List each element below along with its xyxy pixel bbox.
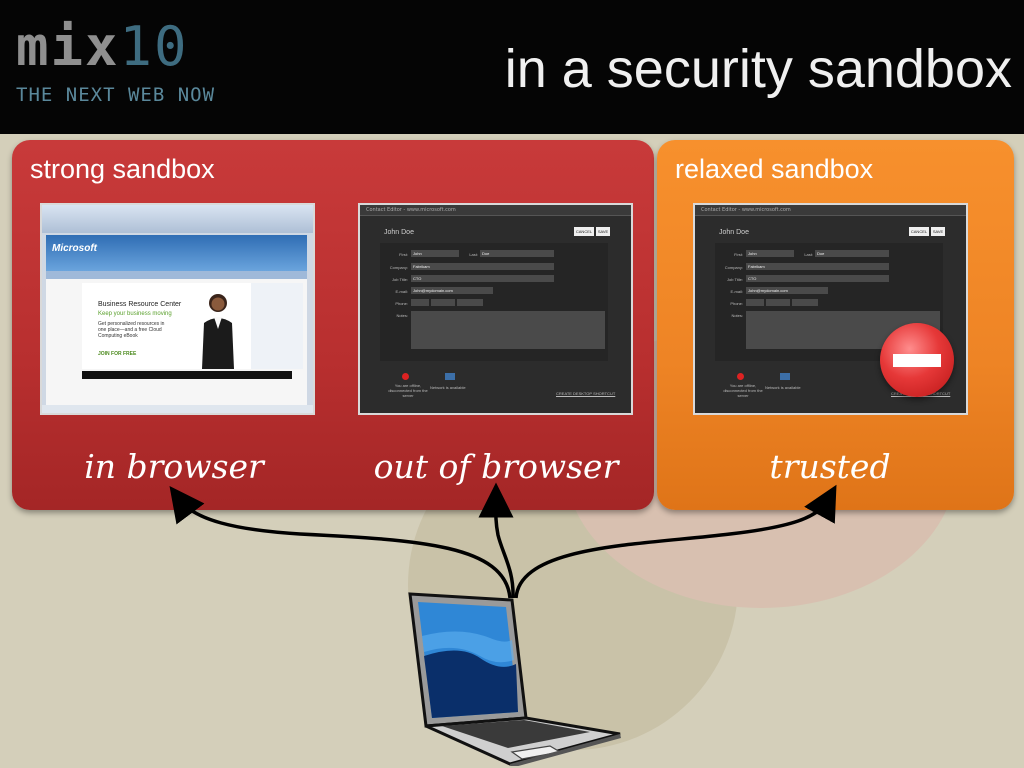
laptop-icon	[408, 592, 621, 766]
relaxed-sandbox-title: relaxed sandbox	[675, 154, 874, 184]
mix10-logo: mix10	[16, 20, 189, 74]
header-bar: mix10 THE NEXT WEB NOW in a security san…	[0, 0, 1024, 134]
offline-status-icon	[737, 373, 744, 380]
label-trusted: trusted	[769, 447, 891, 486]
field-label-last: Last:	[469, 252, 478, 257]
field-label-email: E-mail:	[730, 289, 743, 294]
first-name-field[interactable]: John	[411, 250, 459, 257]
window-title: Contact Editor - www.microsoft.com	[366, 207, 456, 213]
in-browser-screenshot: Microsoft Business Resource Center Keep …	[40, 203, 315, 415]
phone-field-1[interactable]	[411, 299, 429, 306]
promo-body: Get personalized resources in one place—…	[98, 321, 165, 339]
field-label-company: Company:	[389, 265, 408, 270]
offline-status-text: You are offline, disconnected from the s…	[388, 383, 428, 398]
first-name-field[interactable]: John	[746, 250, 794, 257]
save-button[interactable]: SAVE	[596, 227, 610, 236]
company-field[interactable]: Fabrikam	[746, 263, 889, 270]
job-title-field[interactable]: CTO	[411, 275, 554, 282]
phone-field-3[interactable]	[792, 299, 818, 306]
side-advert	[251, 283, 303, 369]
label-out-of-browser: out of browser	[373, 447, 619, 486]
label-in-browser: in browser	[84, 447, 264, 486]
logo-number: 10	[119, 15, 189, 78]
field-label-email: E-mail:	[395, 289, 408, 294]
field-label-notes: Notes:	[731, 313, 743, 318]
email-field[interactable]: John@mydomain.com	[746, 287, 828, 294]
promo-heading: Business Resource Center	[98, 301, 182, 308]
phone-field-3[interactable]	[457, 299, 483, 306]
stop-sign-icon	[880, 323, 954, 397]
window-titlebar: Contact Editor - www.microsoft.com	[360, 205, 631, 216]
site-header: Microsoft	[46, 235, 307, 271]
network-status-text: Network is available	[430, 385, 466, 390]
promo-strip	[82, 371, 292, 379]
notes-field[interactable]	[411, 311, 605, 349]
field-label-phone: Phone:	[395, 301, 408, 306]
last-name-field[interactable]: Doe	[815, 250, 889, 257]
promo-cta: JOIN FOR FREE	[98, 351, 137, 357]
window-titlebar: Contact Editor - www.microsoft.com	[695, 205, 966, 216]
field-label-first: First:	[734, 252, 743, 257]
strong-sandbox-title: strong sandbox	[30, 154, 215, 184]
company-field[interactable]: Fabrikam	[411, 263, 554, 270]
phone-field-2[interactable]	[766, 299, 790, 306]
field-label-company: Company:	[724, 265, 743, 270]
browser-page: Microsoft Business Resource Center Keep …	[46, 235, 307, 405]
field-label-last: Last:	[804, 252, 813, 257]
arrow-to-in-browser	[169, 486, 512, 599]
create-shortcut-link[interactable]: CREATE DESKTOP SHORTCUT	[556, 391, 616, 396]
phone-field-1[interactable]	[746, 299, 764, 306]
microsoft-logo: Microsoft	[52, 243, 97, 254]
email-field[interactable]: John@mydomain.com	[411, 287, 493, 294]
stop-sign-bar	[893, 354, 941, 367]
logo-tagline: THE NEXT WEB NOW	[16, 84, 216, 106]
field-label-notes: Notes:	[396, 313, 408, 318]
promo-tagline: Keep your business moving	[98, 311, 172, 317]
field-label-first: First:	[399, 252, 408, 257]
browser-status-bar	[42, 405, 313, 413]
out-of-browser-screenshot: Contact Editor - www.microsoft.com John …	[358, 203, 633, 415]
network-icon	[445, 373, 455, 380]
site-nav	[46, 271, 307, 279]
browser-toolbar	[42, 205, 313, 233]
logo-mark: mix	[16, 15, 120, 78]
job-title-field[interactable]: CTO	[746, 275, 889, 282]
offline-status-text: You are offline, disconnected from the s…	[723, 383, 763, 398]
last-name-field[interactable]: Doe	[480, 250, 554, 257]
field-label-job-title: Job Title:	[391, 277, 408, 282]
contact-name: John Doe	[384, 229, 414, 236]
network-status-text: Network is available	[765, 385, 801, 390]
businesswoman-photo	[202, 294, 234, 369]
save-button[interactable]: SAVE	[931, 227, 945, 236]
cancel-button[interactable]: CANCEL	[909, 227, 929, 236]
contact-name: John Doe	[719, 229, 749, 236]
phone-field-2[interactable]	[431, 299, 455, 306]
network-icon	[780, 373, 790, 380]
window-title: Contact Editor - www.microsoft.com	[701, 207, 791, 213]
arrow-to-trusted	[514, 484, 837, 599]
offline-status-icon	[402, 373, 409, 380]
arrow-to-out-of-browser	[478, 482, 515, 599]
field-label-phone: Phone:	[730, 301, 743, 306]
cancel-button[interactable]: CANCEL	[574, 227, 594, 236]
slide-title: in a security sandbox	[504, 39, 1012, 99]
field-label-job-title: Job Title:	[726, 277, 743, 282]
